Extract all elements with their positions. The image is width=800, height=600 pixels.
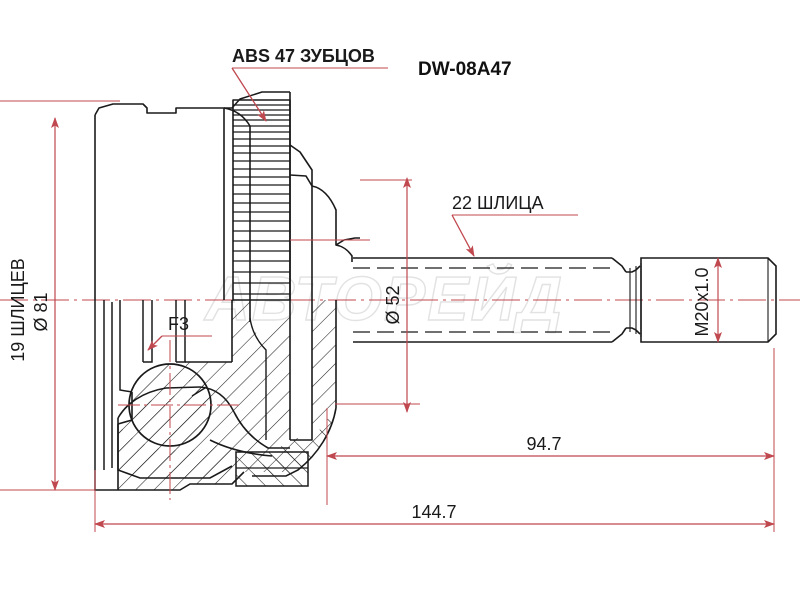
outer-diameter-dimension: 19 ШЛИЦЕВ Ø 81 [8,117,59,491]
inner-race-hatch [118,424,232,478]
housing-shoulder-step [289,174,313,187]
cv-joint-body [94,91,360,301]
lower-boss-hatch [236,452,308,486]
section-seams [191,317,267,440]
lower-boss-outline [235,451,309,487]
threaded-end [640,257,777,343]
shaft-top-chamfer [611,257,627,273]
part-number-title: DW-08A47 [418,59,512,80]
spline-root-lines [353,267,610,333]
f3-callout-leader [147,335,163,351]
cage-rib-left-inner [143,300,153,363]
shaft-bottom-chamfer [611,327,627,343]
overall-length-dimension: 144.7 [94,502,775,528]
shaft-root-fillet [335,244,353,262]
neck-top [626,265,641,273]
outer-splines-callout: 22 ШЛИЦА [451,193,578,257]
housing-to-shaft-curve [311,185,360,246]
thread-dimension: M20x1.0 [692,257,722,343]
watermark-text: АВТОРЕЙД [203,263,564,334]
can-to-abs-transition [224,91,290,109]
abs-teeth-callout: ABS 47 ЗУБЦОВ [231,46,388,122]
seal-mark-callout: F3 [147,314,212,351]
seal-mark-label: F3 [168,314,189,334]
shaft-diameter-label: Ø 52 [383,285,403,324]
shaft-diameter-dimension: Ø 52 [360,177,412,413]
neck-bottom [626,327,641,335]
housing-upper-shoulder [289,144,313,300]
abs-ring-teeth [233,104,290,295]
shaft-length-dimension: 94.7 [326,434,775,460]
shaft-length-value: 94.7 [526,434,561,454]
thread-label: M20x1.0 [692,267,712,336]
inner-splines-label: 19 ШЛИЦЕВ [8,258,28,362]
can-retainer-lip [119,300,133,393]
outer-can-top-profile [94,103,225,300]
cross-section-half [94,300,337,491]
watermark: АВТОРЕЙД [202,262,564,334]
splined-shaft [353,257,641,343]
inner-race-outline [117,424,233,479]
splines-callout-leader [451,214,475,257]
outer-diameter-label: Ø 81 [31,292,51,331]
overall-length-value: 144.7 [411,502,456,522]
abs-callout-leader [231,67,267,122]
abs-teeth-label: ABS 47 ЗУБЦОВ [232,46,375,66]
outer-splines-label: 22 ШЛИЦА [452,193,544,213]
